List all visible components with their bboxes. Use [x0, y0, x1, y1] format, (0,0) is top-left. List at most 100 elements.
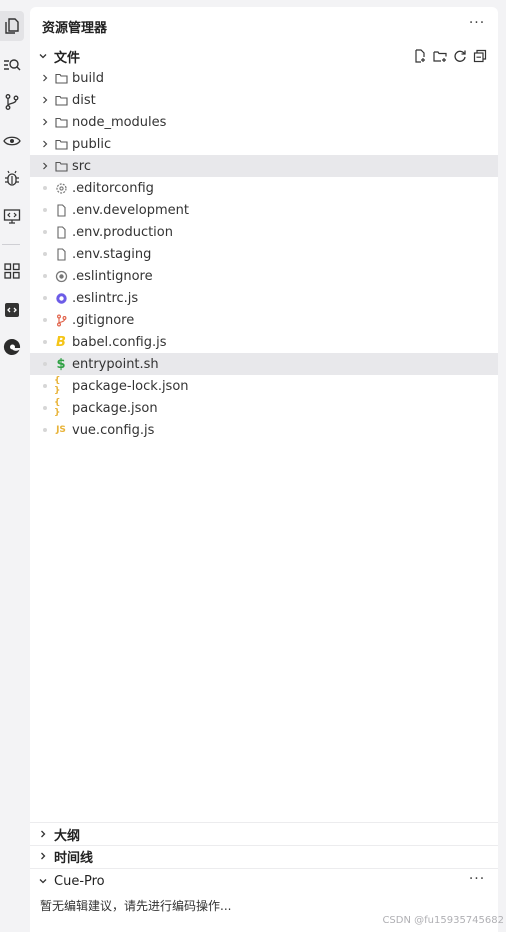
- remote-monitor-icon: [3, 209, 21, 224]
- tree-item-node-modules[interactable]: node_modules: [30, 111, 498, 133]
- chevron-right-icon: [38, 115, 52, 129]
- collapse-all-icon: [473, 49, 487, 63]
- tree-item-editorconfig[interactable]: .editorconfig: [30, 177, 498, 199]
- tree-item-label: .editorconfig: [72, 180, 154, 196]
- activity-separator: [2, 244, 20, 245]
- cue-pro-section-header[interactable]: Cue-Pro ···: [30, 870, 498, 892]
- new-folder-icon: [433, 51, 447, 62]
- tree-item-eslintignore[interactable]: .eslintignore: [30, 265, 498, 287]
- tree-item-label: dist: [72, 92, 96, 108]
- tree-item-label: .eslintignore: [72, 268, 153, 284]
- indent-dot: [43, 296, 47, 300]
- files-toolbar: [412, 48, 488, 64]
- indent-dot: [43, 186, 47, 190]
- tree-item-package-json[interactable]: { } package.json: [30, 397, 498, 419]
- file-icon: [54, 247, 68, 261]
- tree-item-label: src: [72, 158, 91, 174]
- activity-bar: [0, 0, 30, 932]
- js-icon: JS: [56, 425, 66, 435]
- bug-icon: [5, 170, 19, 186]
- tree-item-label: build: [72, 70, 104, 86]
- extensions-activity-button[interactable]: [0, 256, 24, 286]
- chevron-right-icon: [38, 93, 52, 107]
- tree-item-package-lock-json[interactable]: { } package-lock.json: [30, 375, 498, 397]
- refresh-icon: [454, 50, 466, 62]
- watermark: CSDN @fu15935745682: [382, 915, 504, 926]
- edge-activity-button[interactable]: [0, 332, 24, 362]
- chevron-down-icon: [36, 49, 50, 63]
- eye-icon: [3, 136, 21, 146]
- shell-icon: $: [56, 356, 66, 372]
- tree-item-label: .env.development: [72, 202, 189, 218]
- explorer-activity-button[interactable]: [0, 11, 24, 41]
- file-icon: [54, 203, 68, 217]
- indent-dot: [43, 384, 47, 388]
- refresh-button[interactable]: [452, 48, 468, 64]
- code-box-activity-button[interactable]: [0, 295, 24, 325]
- tree-item-gitignore[interactable]: .gitignore: [30, 309, 498, 331]
- chevron-right-icon: [38, 71, 52, 85]
- file-icon: [54, 225, 68, 239]
- extensions-icon: [4, 263, 20, 279]
- chevron-right-icon: [38, 137, 52, 151]
- edge-browser-icon: [3, 338, 21, 355]
- chevron-right-icon: [36, 827, 50, 841]
- tree-item-entrypoint-sh[interactable]: $ entrypoint.sh: [30, 353, 498, 375]
- explorer-title: 资源管理器: [42, 20, 108, 36]
- tree-item-env-production[interactable]: .env.production: [30, 221, 498, 243]
- code-box-icon: [5, 303, 19, 317]
- json-icon: { }: [54, 376, 61, 396]
- timeline-section-header[interactable]: 时间线: [30, 845, 498, 867]
- folder-icon: [54, 93, 68, 107]
- tree-item-public[interactable]: public: [30, 133, 498, 155]
- json-icon: { }: [54, 398, 61, 418]
- source-control-activity-button[interactable]: [0, 87, 24, 117]
- tree-item-dist[interactable]: dist: [30, 89, 498, 111]
- search-activity-button[interactable]: [0, 50, 24, 80]
- tree-item-build[interactable]: build: [30, 67, 498, 89]
- files-section-header[interactable]: 文件: [30, 45, 498, 67]
- chevron-right-icon: [38, 159, 52, 173]
- tree-item-vue-config[interactable]: JS vue.config.js: [30, 419, 498, 441]
- new-file-icon: [415, 49, 425, 63]
- folder-icon: [54, 71, 68, 85]
- tree-item-label: node_modules: [72, 114, 167, 130]
- cue-pro-more-button[interactable]: ···: [468, 871, 486, 887]
- outline-section-title: 大纲: [54, 828, 81, 844]
- collapse-all-button[interactable]: [472, 48, 488, 64]
- folder-icon: [54, 137, 68, 151]
- outline-section-header[interactable]: 大纲: [30, 823, 498, 845]
- tree-item-eslintrc-js[interactable]: .eslintrc.js: [30, 287, 498, 309]
- files-section-title: 文件: [54, 50, 81, 66]
- eslint-icon: [54, 269, 68, 283]
- debug-activity-button[interactable]: [0, 164, 24, 194]
- tree-item-label: .env.staging: [72, 246, 152, 262]
- tree-item-label: public: [72, 136, 112, 152]
- tree-item-label: .env.production: [72, 224, 173, 240]
- folder-icon: [54, 115, 68, 129]
- babel-icon: B: [56, 334, 66, 350]
- tree-item-babel-config[interactable]: B babel.config.js: [30, 331, 498, 353]
- cue-pro-message: 暂无编辑建议，请先进行编码操作...: [40, 899, 232, 913]
- divider: [30, 822, 498, 823]
- timeline-section-title: 时间线: [54, 850, 94, 866]
- indent-dot: [43, 362, 47, 366]
- explorer-header: 资源管理器 ···: [30, 7, 498, 45]
- indent-dot: [43, 406, 47, 410]
- tree-item-label: .eslintrc.js: [72, 290, 139, 306]
- tree-item-label: entrypoint.sh: [72, 356, 159, 372]
- tree-item-src[interactable]: src: [30, 155, 498, 177]
- tree-item-env-development[interactable]: .env.development: [30, 199, 498, 221]
- indent-dot: [43, 252, 47, 256]
- indent-dot: [43, 318, 47, 322]
- tree-item-label: package-lock.json: [72, 378, 189, 394]
- chevron-right-icon: [36, 849, 50, 863]
- new-file-button[interactable]: [412, 48, 428, 64]
- tree-item-env-staging[interactable]: .env.staging: [30, 243, 498, 265]
- indent-dot: [43, 340, 47, 344]
- remote-activity-button[interactable]: [0, 201, 24, 231]
- preview-activity-button[interactable]: [0, 126, 24, 156]
- search-icon: [4, 59, 21, 71]
- explorer-more-button[interactable]: ···: [468, 15, 486, 31]
- new-folder-button[interactable]: [432, 48, 448, 64]
